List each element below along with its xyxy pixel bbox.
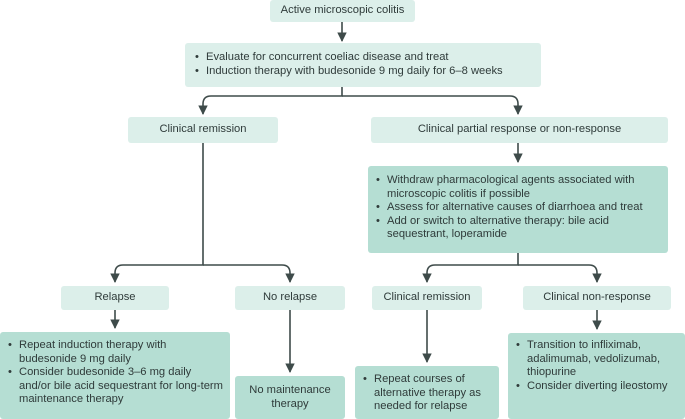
- arrow-evaluate-split: [198, 87, 343, 115]
- partial-response-actions-box: Withdraw pharmacological agents associat…: [368, 166, 668, 253]
- no-relapse-box: No relapse: [235, 286, 345, 310]
- action-item: Assess for alternative causes of diarrho…: [374, 201, 662, 215]
- no-maintenance-box: No maintenance therapy: [235, 376, 345, 419]
- clinical-non-response-box: Clinical non-response: [523, 286, 671, 310]
- partial-response-label: Clinical partial response or non-respons…: [417, 123, 622, 136]
- right-clinical-remission-box: Clinical remission: [372, 286, 482, 310]
- action-item: Transition to infliximab, adalimumab, ve…: [514, 339, 679, 380]
- start-box: Active microscopic colitis: [270, 0, 415, 22]
- clinical-remission-label: Clinical remission: [159, 123, 247, 136]
- relapse-label: Relapse: [94, 291, 136, 304]
- non-response-actions-box: Transition to infliximab, adalimumab, ve…: [508, 333, 685, 419]
- arrow-remission-split: [110, 143, 204, 283]
- arrow-actions-split: [422, 253, 519, 283]
- partial-response-box: Clinical partial response or non-respons…: [371, 117, 668, 143]
- relapse-actions-box: Repeat induction therapy with budesonide…: [0, 332, 230, 419]
- action-item: Repeat courses of alternative therapy as…: [361, 373, 493, 414]
- no-maintenance-label: No maintenance therapy: [249, 383, 331, 410]
- clinical-remission-box: Clinical remission: [128, 117, 278, 143]
- action-item: Withdraw pharmacological agents associat…: [374, 174, 662, 201]
- clinical-non-response-label: Clinical non-response: [543, 291, 651, 304]
- arrow-evaluate-to-partial: [342, 95, 523, 115]
- start-label: Active microscopic colitis: [280, 4, 405, 17]
- arrow-actions-to-non-response: [518, 264, 602, 283]
- action-item: Add or switch to alternative therapy: bi…: [374, 215, 662, 242]
- arrow-remission-to-no-relapse: [203, 264, 295, 283]
- action-item: Consider budesonide 3–6 mg daily and/or …: [6, 366, 224, 407]
- evaluate-item: Induction therapy with budesonide 9 mg d…: [193, 65, 533, 79]
- no-relapse-label: No relapse: [262, 291, 318, 304]
- action-item: Repeat induction therapy with budesonide…: [6, 339, 224, 366]
- relapse-box: Relapse: [61, 286, 169, 310]
- right-clinical-remission-label: Clinical remission: [383, 291, 471, 304]
- repeat-courses-box: Repeat courses of alternative therapy as…: [355, 366, 499, 419]
- action-item: Consider diverting ileostomy: [514, 380, 679, 394]
- evaluate-box: Evaluate for concurrent coeliac disease …: [185, 43, 541, 87]
- evaluate-item: Evaluate for concurrent coeliac disease …: [193, 51, 533, 65]
